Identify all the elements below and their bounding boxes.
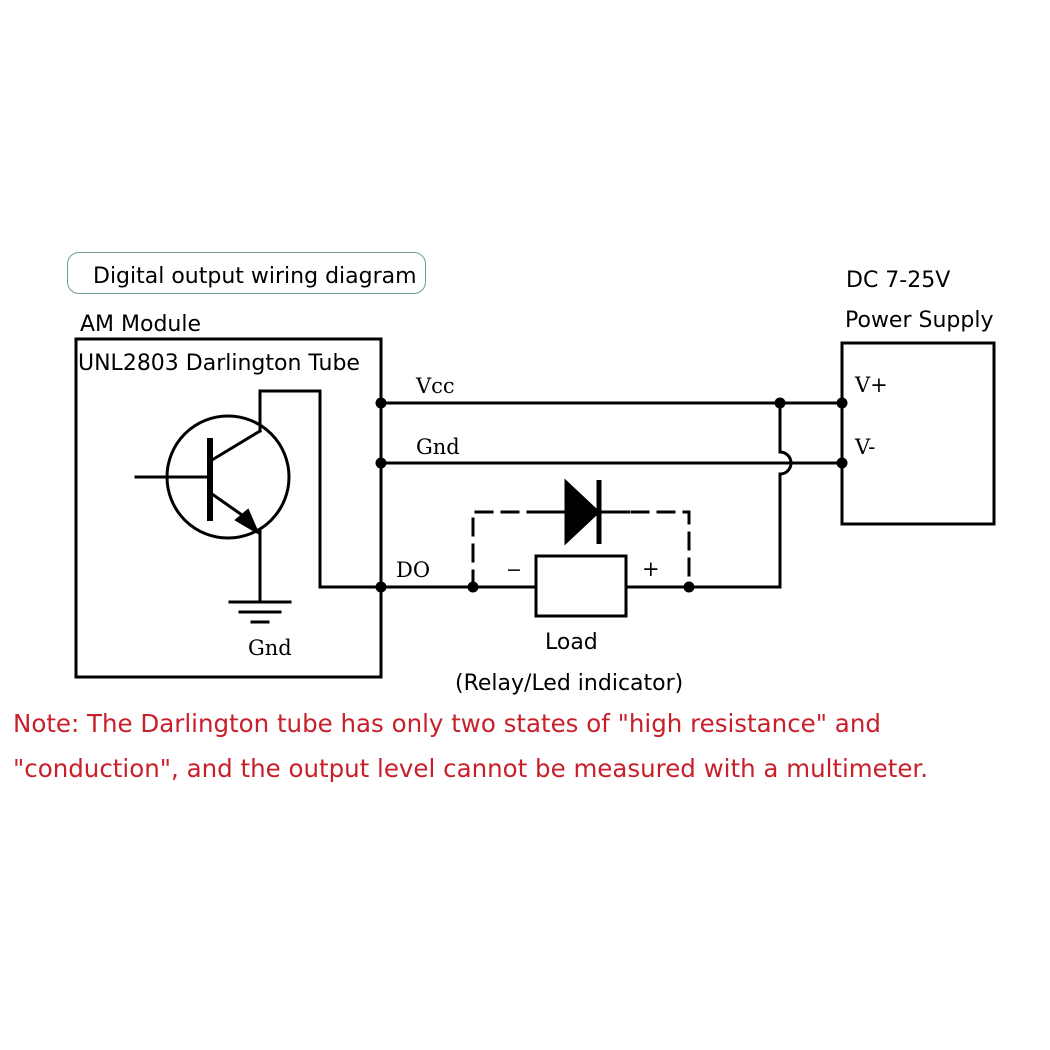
junction-dot	[375, 457, 387, 469]
title-frame	[67, 252, 426, 294]
module-ground-label: Gnd	[248, 636, 292, 660]
gnd-label: Gnd	[416, 435, 460, 459]
emitter-arrow-icon	[234, 508, 261, 536]
junction-dot	[836, 457, 848, 469]
junction-dot	[836, 397, 848, 409]
module-component: UNL2803 Darlington Tube	[78, 351, 360, 376]
am-module-box	[74, 337, 383, 679]
positive-terminal-label: V+	[855, 373, 888, 397]
note-line-1: Note: The Darlington tube has only two s…	[13, 709, 881, 738]
power-supply-title: Power Supply	[845, 308, 994, 333]
power-supply-box	[840, 341, 996, 526]
note-line-2: "conduction", and the output level canno…	[13, 754, 929, 783]
junction-dot	[683, 581, 695, 593]
junction-dot	[375, 397, 387, 409]
do-label: DO	[396, 558, 431, 582]
load-minus-label: −	[506, 559, 522, 581]
load-plus-label: +	[642, 557, 660, 581]
diagram-title: Digital output wiring diagram	[93, 264, 417, 289]
wire-crossover-hop	[778, 450, 793, 476]
diode-icon	[564, 478, 601, 546]
vcc-label: Vcc	[416, 374, 455, 398]
negative-terminal-label: V-	[855, 435, 876, 459]
transistor-collector	[209, 428, 263, 463]
load-box	[534, 554, 628, 618]
junction-dot	[774, 397, 786, 409]
power-supply-voltage: DC 7-25V	[846, 268, 951, 293]
module-name: AM Module	[80, 312, 202, 337]
load-label: Load	[545, 630, 598, 655]
junction-dot	[375, 581, 387, 593]
collector-wire	[258, 389, 383, 589]
junction-dot	[467, 581, 479, 593]
load-sublabel: (Relay/Led indicator)	[455, 671, 684, 696]
